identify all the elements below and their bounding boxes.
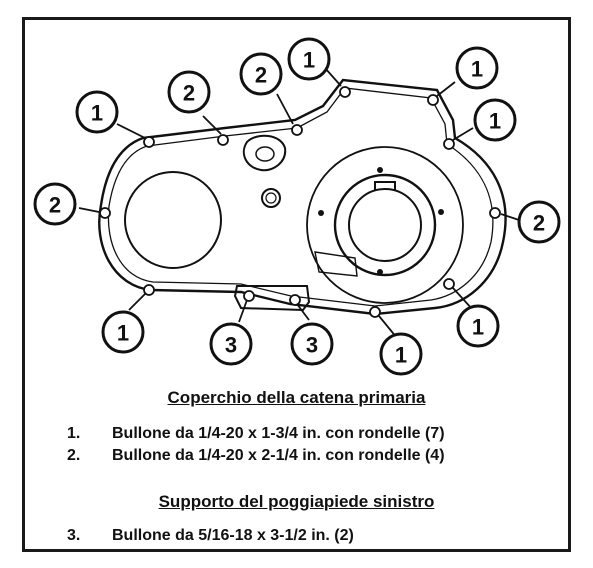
legend-item-number: 1. <box>67 425 81 442</box>
bolt-marker <box>369 306 381 318</box>
clutch-boss <box>333 173 437 277</box>
legend-item-text: Bullone da 5/16-18 x 3-1/2 in. (2) <box>112 527 354 544</box>
bolt-marker <box>443 278 455 290</box>
svg-text:2: 2 <box>255 63 267 88</box>
clutch-center <box>348 188 422 262</box>
legend-item-1: 1. Bullone da 1/4-20 x 1-3/4 in. con rond… <box>67 425 445 443</box>
callout-2: 2 <box>167 70 211 114</box>
svg-text:1: 1 <box>303 48 315 73</box>
callout-12: 3 <box>209 322 253 366</box>
legend-item-number: 2. <box>67 447 81 464</box>
leader-lines <box>78 67 520 339</box>
bolt-marker <box>99 207 111 219</box>
svg-text:3: 3 <box>225 333 237 358</box>
boss-hole-2 <box>438 209 444 215</box>
leader-line <box>324 67 342 87</box>
clutch-inspection-circle <box>124 171 222 269</box>
leader-line <box>276 93 294 125</box>
callout-9: 2 <box>517 200 561 244</box>
clutch-notch <box>374 181 396 190</box>
callout-8: 1 <box>101 310 145 354</box>
callout-6: 2 <box>33 182 77 226</box>
clutch-boss-outer <box>306 146 464 304</box>
leader-line <box>238 299 248 323</box>
svg-text:1: 1 <box>117 321 129 346</box>
callout-4: 2 <box>239 52 283 96</box>
plug-center <box>255 146 275 162</box>
svg-text:2: 2 <box>183 81 195 106</box>
callout-13: 3 <box>290 322 334 366</box>
adjuster-window <box>314 251 358 277</box>
callout-10: 1 <box>456 304 500 348</box>
boss-hole-1 <box>377 167 383 173</box>
legend-item-text: Bullone da 1/4-20 x 1-3/4 in. con rondel… <box>112 425 445 442</box>
legend-item-text: Bullone da 1/4-20 x 2-1/4 in. con rondel… <box>112 447 445 464</box>
callout-5: 1 <box>455 46 499 90</box>
leader-line <box>436 81 456 97</box>
bolt-markers <box>99 86 501 318</box>
cover-inner-outline <box>107 87 494 307</box>
leader-line <box>116 123 146 139</box>
callout-3: 1 <box>287 37 331 81</box>
leader-line <box>78 207 100 213</box>
leader-line <box>452 127 474 141</box>
legend-item-3: 3. Bullone da 5/16-18 x 3-1/2 in. (2) <box>67 527 354 545</box>
bolt-marker <box>289 294 301 306</box>
derby-plug <box>242 134 287 172</box>
bolt-marker <box>339 86 351 98</box>
bolt-marker <box>489 207 501 219</box>
small-plug-inner <box>265 192 277 204</box>
callout-1: 1 <box>75 90 119 134</box>
bolt-marker <box>443 138 455 150</box>
leader-line <box>500 213 520 221</box>
small-plug <box>261 188 281 208</box>
svg-text:2: 2 <box>533 211 545 236</box>
svg-text:1: 1 <box>91 101 103 126</box>
leader-line <box>202 115 222 135</box>
svg-text:2: 2 <box>49 193 61 218</box>
leader-line <box>128 293 146 311</box>
primary-chain-cover-drawing: 1 2 1 2 1 2 1 1 2 1 1 3 3 <box>33 37 561 376</box>
callout-11: 1 <box>379 332 423 376</box>
boss-hole-4 <box>377 269 383 275</box>
svg-text:3: 3 <box>306 333 318 358</box>
legend-item-2: 2. Bullone da 1/4-20 x 2-1/4 in. con rond… <box>67 447 445 465</box>
legend-title-footpeg: Supporto del poggiapiede sinistro <box>158 492 435 511</box>
bolt-marker <box>291 124 303 136</box>
diagram-frame: 1 2 1 2 1 2 1 1 2 1 1 3 3 Coperchio dell… <box>22 17 571 552</box>
boss-hole-3 <box>318 210 324 216</box>
bolt-marker <box>217 134 229 146</box>
bolt-marker <box>243 290 255 302</box>
legend-title-primary-chain: Coperchio della catena primaria <box>167 388 426 407</box>
bolt-marker <box>427 94 439 106</box>
callout-7: 1 <box>473 98 517 142</box>
svg-text:1: 1 <box>395 343 407 368</box>
svg-text:1: 1 <box>472 315 484 340</box>
footpeg-bracket <box>233 285 311 312</box>
legend-item-number: 3. <box>67 527 81 544</box>
bolt-marker <box>143 136 155 148</box>
svg-text:1: 1 <box>471 57 483 82</box>
leader-line <box>296 303 310 321</box>
svg-text:1: 1 <box>489 109 501 134</box>
cover-outline <box>98 78 507 316</box>
bolt-marker <box>143 284 155 296</box>
